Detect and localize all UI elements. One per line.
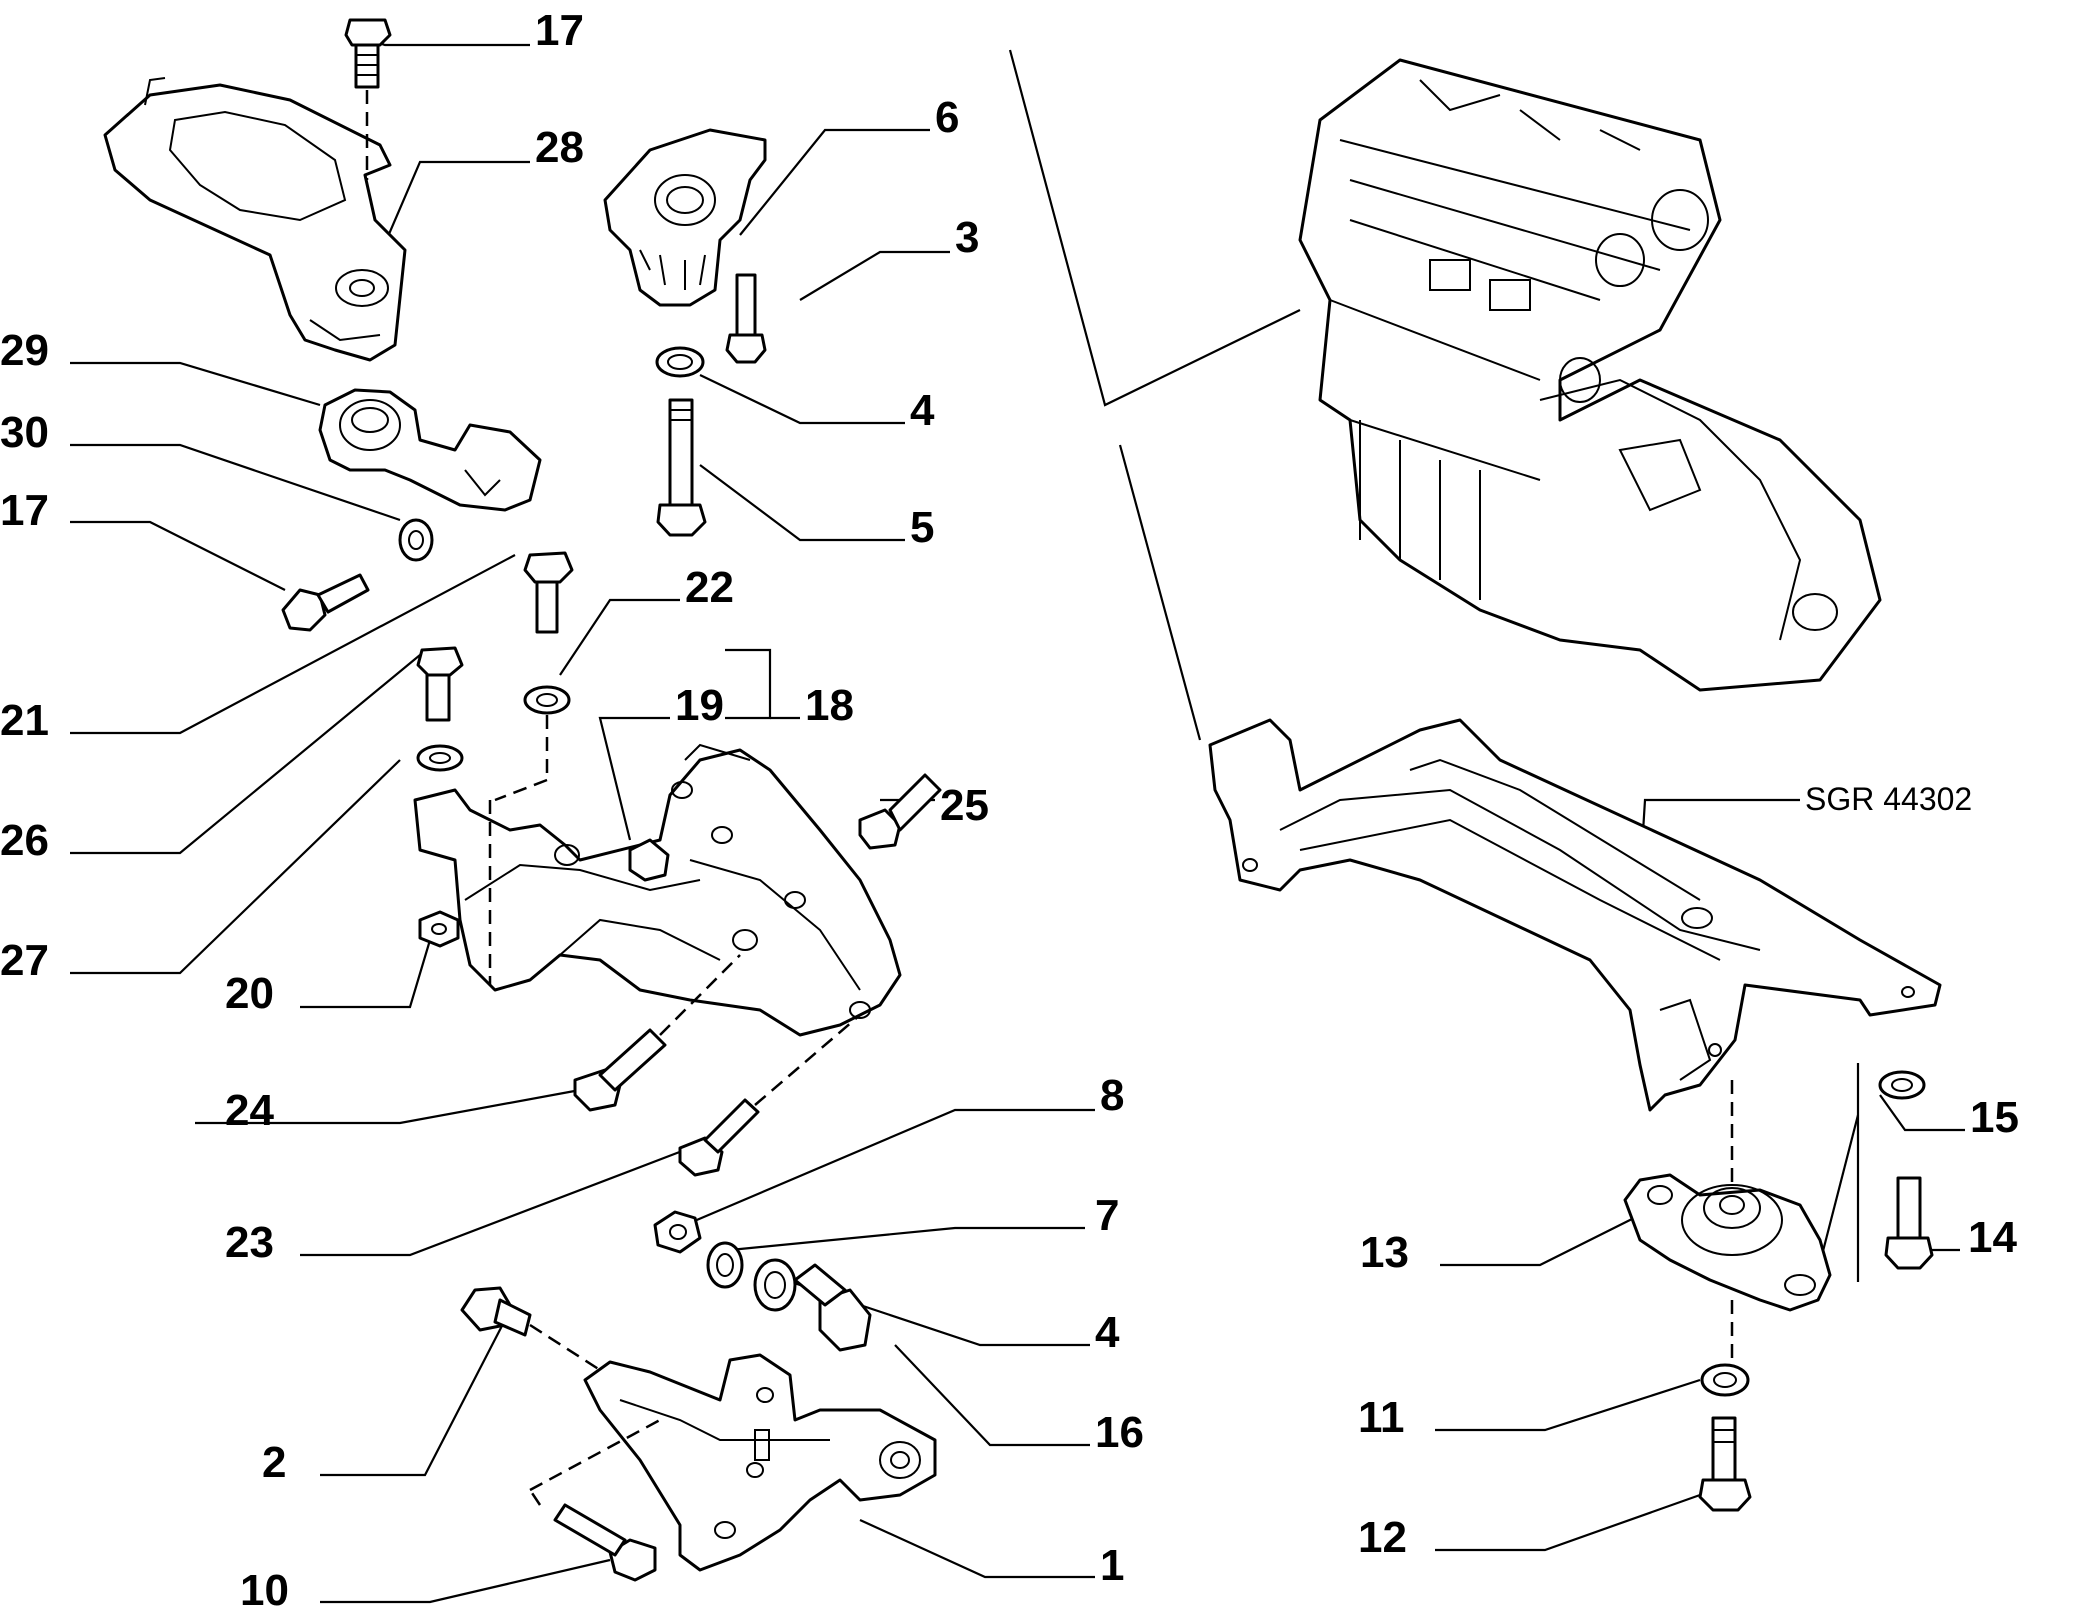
bolt-19 (628, 838, 670, 882)
bolt-25 (858, 773, 942, 850)
bolt-10 (528, 1418, 661, 1582)
bolt-23 (678, 1014, 861, 1177)
label-5: 5 (910, 503, 934, 552)
label-15: 15 (1970, 1093, 2019, 1142)
label-13: 13 (1360, 1228, 1409, 1277)
nut-20 (418, 800, 492, 985)
engine-gearbox-assembly (1298, 58, 1882, 692)
washer-22 (494, 685, 571, 802)
bolt-16 (793, 1263, 872, 1352)
label-23: 23 (225, 1218, 274, 1267)
label-20: 20 (225, 969, 274, 1018)
label-21: 21 (0, 696, 49, 745)
part-labels: 17 28 6 3 29 4 30 5 17 22 19 18 21 25 26… (0, 6, 2019, 1613)
label-30: 30 (0, 408, 49, 457)
label-11: 11 (1358, 1393, 1405, 1442)
gearbox-mount-13 (1623, 1080, 1832, 1370)
label-3: 3 (955, 213, 979, 262)
label-16: 16 (1095, 1408, 1144, 1457)
washer-30 (398, 518, 434, 562)
label-14: 14 (1968, 1213, 2017, 1262)
bolt-26 (416, 646, 464, 722)
label-29: 29 (0, 326, 49, 375)
label-18: 18 (805, 681, 854, 730)
bolt-14 (1884, 1176, 1934, 1270)
label-22: 22 (685, 563, 734, 612)
bolt-5 (656, 398, 707, 537)
engine-mount-6 (603, 128, 767, 307)
bolt-24 (573, 954, 741, 1112)
bolt-3 (725, 273, 767, 364)
bolt-17-top (344, 18, 392, 180)
bolt-21 (523, 551, 574, 634)
label-24: 24 (225, 1086, 274, 1135)
torque-arm-1 (583, 1353, 937, 1572)
washer-11 (1700, 1363, 1750, 1397)
label-6: 6 (935, 93, 959, 142)
bolt-17-left (281, 573, 370, 632)
washer-4-lower (753, 1258, 797, 1312)
label-4b: 4 (1095, 1308, 1120, 1357)
label-10: 10 (240, 1566, 289, 1613)
bolt-2 (460, 1286, 601, 1372)
label-27: 27 (0, 936, 49, 985)
label-28: 28 (535, 123, 584, 172)
subframe-crossmember (1208, 718, 1942, 1112)
engine-bracket-18 (413, 743, 902, 1037)
nut-8 (653, 1210, 702, 1254)
label-17b: 17 (0, 486, 49, 535)
label-17a: 17 (535, 6, 584, 55)
label-7: 7 (1095, 1191, 1119, 1240)
upper-heat-shield-bracket (103, 77, 407, 362)
label-19: 19 (675, 681, 724, 730)
washer-7 (706, 1241, 744, 1289)
engine-mount-29 (318, 388, 542, 512)
washer-27 (416, 744, 464, 772)
label-25: 25 (940, 781, 989, 830)
reference-code: SGR 44302 (1805, 781, 1972, 817)
label-1: 1 (1100, 1541, 1124, 1590)
label-12: 12 (1358, 1513, 1407, 1562)
label-26: 26 (0, 816, 49, 865)
washer-4-top (655, 346, 705, 378)
washer-15 (1878, 1070, 1926, 1100)
bolt-12 (1698, 1416, 1752, 1512)
label-8: 8 (1100, 1071, 1124, 1120)
label-4a: 4 (910, 386, 935, 435)
label-2: 2 (262, 1438, 286, 1487)
